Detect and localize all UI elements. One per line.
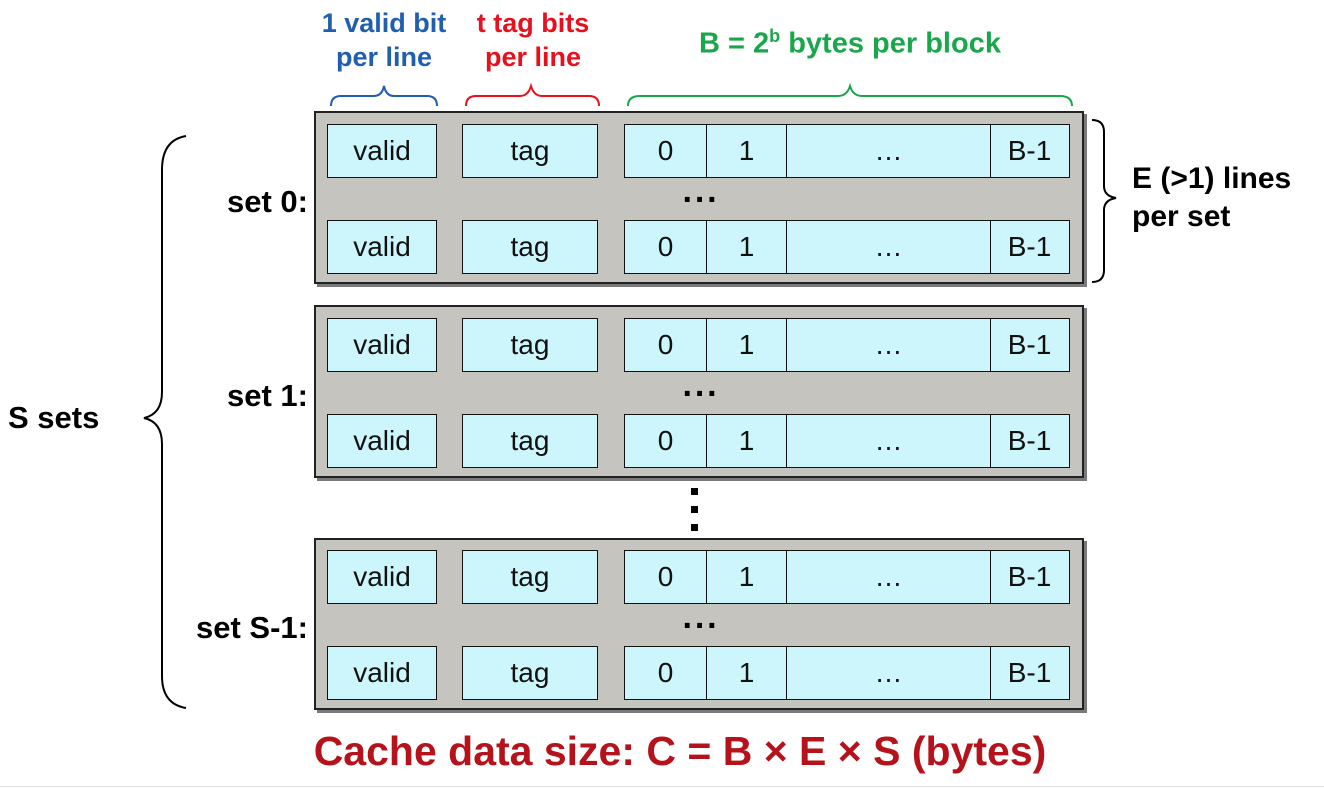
tag-bits-label-line2: per line <box>484 42 582 72</box>
tag-field: tag <box>462 414 598 468</box>
tag-field: tag <box>462 646 598 700</box>
valid-field: valid <box>327 414 437 468</box>
valid-field: valid <box>327 124 437 178</box>
data-block: 0 1 … B-1 <box>624 220 1070 274</box>
byte-0: 0 <box>625 551 707 603</box>
set-0-label: set 0: <box>227 184 308 219</box>
byte-last: B-1 <box>1007 135 1052 166</box>
valid-field: valid <box>327 646 437 700</box>
byte-0: 0 <box>625 221 707 273</box>
byte-1: 1 <box>707 319 787 371</box>
byte-last: B-1 <box>1007 231 1052 262</box>
block-size-exponent: b <box>769 26 781 46</box>
tag-field: tag <box>462 550 598 604</box>
byte-last: B-1 <box>1007 329 1052 360</box>
vertical-dots <box>691 488 699 534</box>
lines-per-set-label: E (>1) lines per set <box>1132 160 1322 236</box>
block-brace <box>627 82 1073 107</box>
byte-ellipsis: … <box>787 125 991 177</box>
byte-1: 1 <box>707 125 787 177</box>
byte-1: 1 <box>707 415 787 467</box>
tag-brace <box>465 82 600 107</box>
tag-bits-label-line1: t tag bits <box>476 8 590 38</box>
lines-per-set-line2: per set <box>1132 200 1231 233</box>
valid-field: valid <box>327 318 437 372</box>
valid-bit-label: 1 valid bit per line <box>300 6 468 74</box>
block-size-label: B = 2b bytes per block <box>620 26 1080 61</box>
sets-brace <box>143 135 187 709</box>
data-block: 0 1 … B-1 <box>624 550 1070 604</box>
block-size-prefix: B = 2 <box>699 27 770 60</box>
data-block: 0 1 … B-1 <box>624 124 1070 178</box>
block-size-suffix: bytes per block <box>780 27 1001 60</box>
set-s-1-label: set S-1: <box>196 610 308 645</box>
tag-field: tag <box>462 318 598 372</box>
byte-ellipsis: … <box>787 647 991 699</box>
tag-field: tag <box>462 124 598 178</box>
byte-ellipsis: … <box>787 551 991 603</box>
sets-count-label: S sets <box>8 400 100 435</box>
valid-field: valid <box>327 220 437 274</box>
byte-0: 0 <box>625 319 707 371</box>
byte-1: 1 <box>707 647 787 699</box>
cache-size-formula: Cache data size: C = B × E × S (bytes) <box>313 728 1047 774</box>
valid-field: valid <box>327 550 437 604</box>
data-block: 0 1 … B-1 <box>624 646 1070 700</box>
byte-ellipsis: … <box>787 319 991 371</box>
byte-ellipsis: … <box>787 221 991 273</box>
bottom-divider <box>0 786 1324 787</box>
byte-last: B-1 <box>1007 425 1052 456</box>
byte-0: 0 <box>625 647 707 699</box>
tag-field: tag <box>462 220 598 274</box>
lines-brace <box>1091 119 1117 283</box>
valid-bit-label-line1: 1 valid bit <box>321 8 447 38</box>
byte-0: 0 <box>625 125 707 177</box>
data-block: 0 1 … B-1 <box>624 318 1070 372</box>
valid-bit-label-line2: per line <box>335 42 433 72</box>
byte-0: 0 <box>625 415 707 467</box>
tag-bits-label: t tag bits per line <box>448 6 618 74</box>
set-1-label: set 1: <box>227 378 308 413</box>
byte-1: 1 <box>707 551 787 603</box>
byte-last: B-1 <box>1007 561 1052 592</box>
byte-1: 1 <box>707 221 787 273</box>
valid-brace <box>330 85 438 107</box>
lines-per-set-line1: E (>1) lines <box>1132 162 1292 195</box>
byte-last: B-1 <box>1007 657 1052 688</box>
data-block: 0 1 … B-1 <box>624 414 1070 468</box>
byte-ellipsis: … <box>787 415 991 467</box>
